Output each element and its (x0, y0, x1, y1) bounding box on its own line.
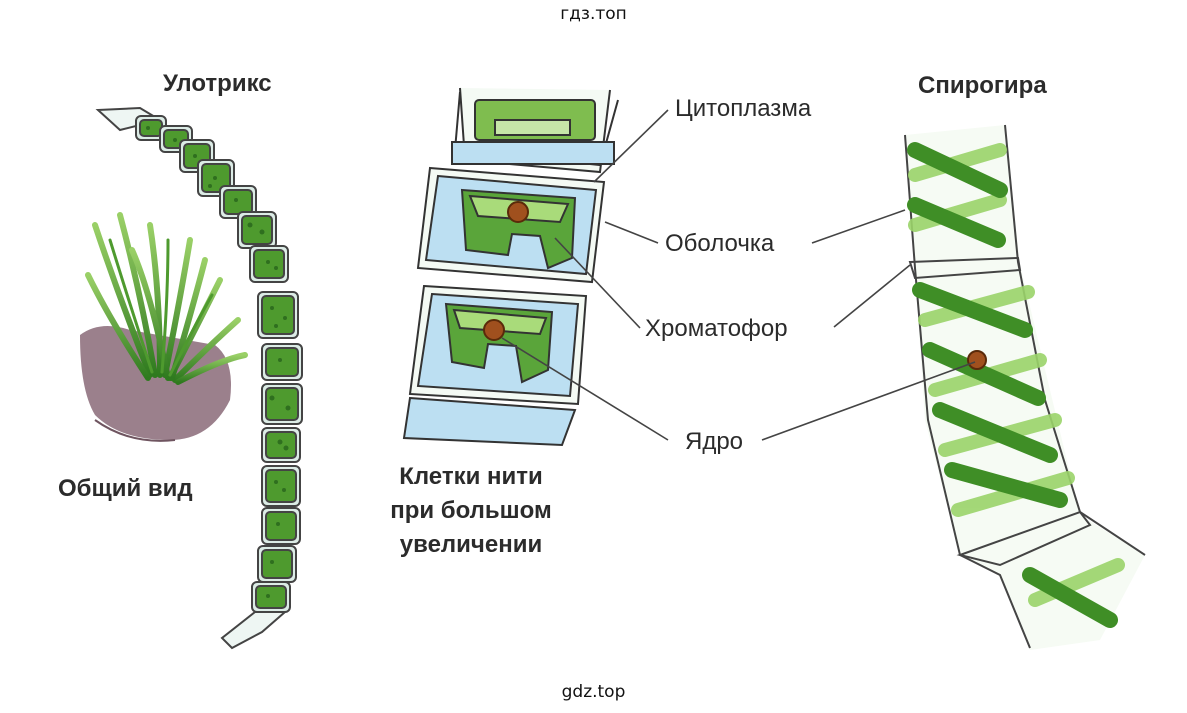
general-view-illustration (80, 212, 248, 442)
ulothrix-granules (146, 126, 291, 598)
label-chromatophore: Хроматофор (645, 315, 788, 342)
title-ulothrix: Улотрикс (163, 70, 272, 97)
title-magnified-line-1: Клетки нити (399, 463, 543, 490)
title-magnified: Клетки нити при большом увеличении (366, 460, 576, 562)
spirogyra-filament (904, 124, 1146, 650)
leader-membrane-right (811, 209, 906, 244)
title-spirogyra: Спирогира (918, 72, 1047, 99)
leader-chromatophore-right (833, 264, 911, 328)
spirogyra-nucleus (967, 350, 987, 370)
leader-cytoplasm (593, 109, 669, 183)
watermark-top: гдз.топ (560, 4, 627, 24)
label-membrane: Оболочка (665, 230, 775, 257)
leader-chromatophore-left (554, 237, 641, 329)
leader-lines (501, 109, 976, 441)
label-nucleus: Ядро (685, 428, 744, 455)
title-magnified-line-2: при большом (390, 497, 552, 524)
title-general-view: Общий вид (58, 475, 193, 502)
title-magnified-line-3: увеличении (399, 531, 543, 558)
magnified-cells (402, 87, 619, 447)
label-cytoplasm: Цитоплазма (675, 95, 812, 122)
leader-membrane-left (604, 221, 659, 244)
leader-nucleus-left (501, 337, 669, 441)
leader-nucleus-right (761, 361, 976, 441)
watermark-bottom: gdz.top (561, 682, 626, 702)
